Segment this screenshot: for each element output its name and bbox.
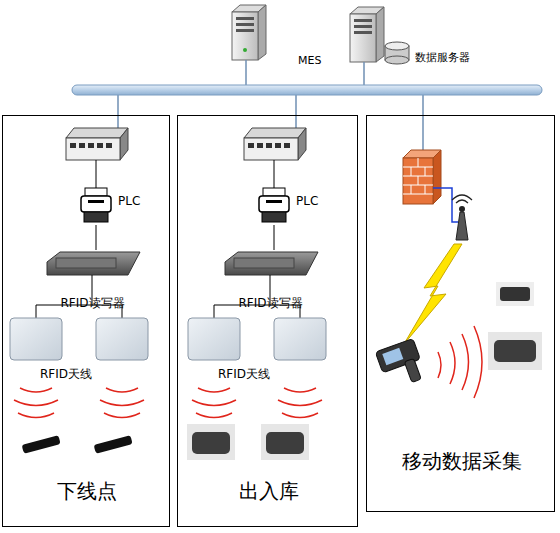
node-label: MES [298, 54, 321, 67]
panel-heading: 下线点 [3, 478, 171, 505]
panel-heading: 移动数据采集 [367, 448, 556, 475]
server-node: 数据服务器 [340, 2, 480, 72]
plc-node: PLC [80, 183, 112, 225]
part-label: RFID天线 [218, 366, 270, 383]
rfid-tag [187, 424, 309, 460]
firewall-icon [403, 150, 441, 204]
node-label: 数据服务器 [415, 50, 470, 65]
connector-line [96, 225, 97, 250]
node-label: RFID读写器 [45, 295, 140, 312]
network-bus [72, 85, 542, 95]
node-label: PLC [118, 194, 140, 208]
rfid-tag [488, 282, 542, 370]
equipment-group [10, 128, 148, 418]
connector-line [274, 225, 275, 250]
reader-node: RFID读写器 [45, 250, 140, 307]
radio-wave [438, 326, 482, 398]
panel: 下线点 PLC RFID读写器 [2, 115, 170, 527]
wireless-ap-icon [452, 195, 472, 240]
server-node: MES [225, 2, 320, 74]
panel: 出入库 PLC RFID读写器 [177, 115, 358, 527]
node-label: RFID读写器 [223, 295, 318, 312]
server-icon [232, 5, 266, 60]
rfid-tag [22, 435, 133, 454]
lightning-icon [404, 244, 462, 344]
handheld-reader-icon [375, 339, 427, 391]
equipment-group [188, 128, 326, 418]
panel: 移动数据采集 [366, 115, 555, 512]
network-wire [433, 188, 458, 222]
server-icon [350, 7, 409, 64]
panel-heading: 出入库 [178, 478, 359, 505]
reader-node: RFID读写器 [223, 250, 318, 307]
part-label: RFID天线 [40, 366, 92, 383]
node-label: PLC [296, 194, 318, 208]
plc-node: PLC [258, 183, 290, 225]
